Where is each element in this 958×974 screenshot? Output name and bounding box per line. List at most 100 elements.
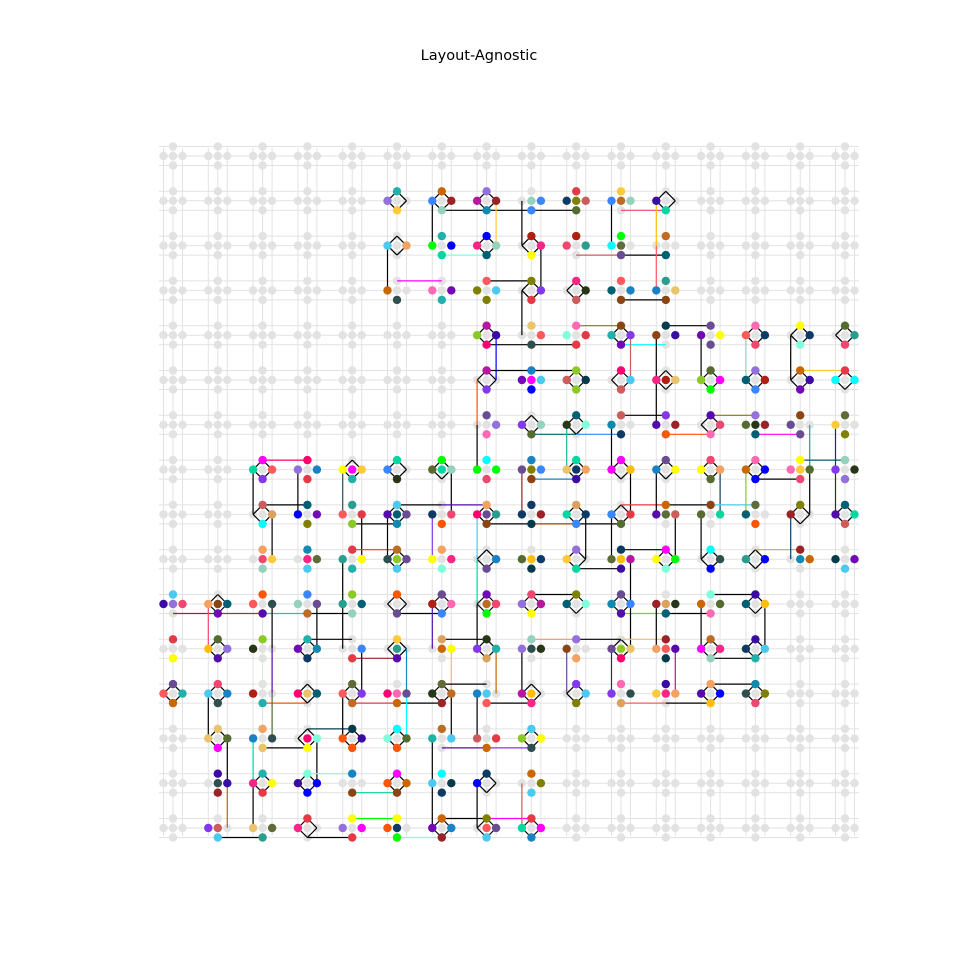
lattice-node xyxy=(213,286,222,295)
qubit-node xyxy=(626,599,635,609)
lattice-node xyxy=(168,241,178,250)
qubit-node xyxy=(357,555,366,564)
qubit-node xyxy=(258,519,267,529)
lattice-node xyxy=(159,510,168,519)
lattice-node xyxy=(213,161,222,170)
lattice-node xyxy=(258,250,267,260)
qubit-node xyxy=(482,564,491,573)
lattice-node xyxy=(159,779,168,788)
lattice-node xyxy=(392,679,402,689)
lattice-node xyxy=(786,599,795,609)
qubit-node xyxy=(527,689,536,698)
lattice-node xyxy=(840,724,850,734)
lattice-node xyxy=(303,250,312,260)
lattice-node xyxy=(168,331,178,340)
qubit-node xyxy=(840,411,850,420)
qubit-node xyxy=(616,455,626,465)
lattice-node xyxy=(402,331,411,340)
lattice-node xyxy=(248,151,258,161)
background-lattice xyxy=(159,142,859,842)
qubit-node xyxy=(178,689,187,698)
qubit-node xyxy=(428,779,437,788)
lattice-node xyxy=(661,823,670,833)
qubit-node xyxy=(392,833,402,842)
lattice-node xyxy=(267,286,277,295)
lattice-node xyxy=(741,196,751,205)
lattice-node xyxy=(616,151,626,161)
lattice-node xyxy=(706,734,715,743)
qubit-node xyxy=(616,644,626,653)
qubit-node xyxy=(303,590,312,599)
lattice-node xyxy=(213,564,222,573)
lattice-node xyxy=(760,823,770,833)
qubit-node xyxy=(491,734,501,743)
lattice-node xyxy=(338,420,347,429)
qubit-node xyxy=(527,385,536,394)
qubit-node xyxy=(357,734,366,743)
lattice-node xyxy=(168,689,178,698)
qubit-node xyxy=(850,331,859,340)
qubit-node xyxy=(562,331,571,340)
qubit-node xyxy=(572,474,581,484)
qubit-node xyxy=(392,609,402,618)
qubit-node xyxy=(437,250,446,260)
lattice-node xyxy=(786,644,795,653)
lattice-node xyxy=(751,151,760,161)
qubit-node xyxy=(741,331,751,340)
qubit-node xyxy=(472,465,482,474)
qubit-node xyxy=(267,779,277,788)
lattice-node xyxy=(751,142,760,151)
lattice-node xyxy=(258,510,267,519)
qubit-node xyxy=(652,196,661,205)
qubit-node xyxy=(392,769,402,778)
lattice-node xyxy=(581,151,590,161)
lattice-node xyxy=(581,644,590,653)
lattice-node xyxy=(805,734,814,743)
lattice-node xyxy=(840,161,850,170)
qubit-node xyxy=(303,500,312,510)
lattice-node xyxy=(159,331,168,340)
lattice-node xyxy=(607,823,616,833)
lattice-node xyxy=(831,823,840,833)
lattice-node xyxy=(348,385,357,394)
qubit-node xyxy=(437,206,446,215)
lattice-node xyxy=(850,196,859,205)
qubit-node xyxy=(392,545,402,554)
qubit-node xyxy=(661,644,670,653)
qubit-node xyxy=(482,599,491,609)
lattice-node xyxy=(258,321,267,330)
lattice-node xyxy=(303,385,312,394)
qubit-node xyxy=(661,250,670,260)
qubit-node xyxy=(348,474,357,484)
lattice-node xyxy=(303,599,312,609)
lattice-node xyxy=(303,196,312,205)
lattice-node xyxy=(652,734,661,743)
lattice-node xyxy=(168,366,178,375)
lattice-node xyxy=(831,734,840,743)
lattice-node xyxy=(303,321,312,330)
lattice-node xyxy=(392,331,402,340)
lattice-node xyxy=(840,679,850,689)
lattice-node xyxy=(706,420,715,429)
qubit-node xyxy=(572,519,581,529)
qubit-node xyxy=(652,599,661,609)
lattice-node xyxy=(159,420,168,429)
qubit-node xyxy=(581,375,590,385)
lattice-node xyxy=(392,734,402,743)
qubit-node xyxy=(258,609,267,618)
qubit-node xyxy=(760,689,770,698)
lattice-node xyxy=(840,187,850,196)
qubit-node xyxy=(536,510,546,519)
lattice-node xyxy=(303,375,312,385)
qubit-node xyxy=(751,340,760,349)
qubit-node xyxy=(213,679,222,689)
lattice-node xyxy=(348,142,357,151)
qubit-nodes xyxy=(159,187,859,842)
qubit-node xyxy=(472,510,482,519)
lattice-node xyxy=(572,644,581,653)
lattice-node xyxy=(661,833,670,842)
lattice-node xyxy=(626,734,635,743)
qubit-node xyxy=(258,455,267,465)
lattice-node xyxy=(312,286,322,295)
qubit-node xyxy=(607,286,616,295)
